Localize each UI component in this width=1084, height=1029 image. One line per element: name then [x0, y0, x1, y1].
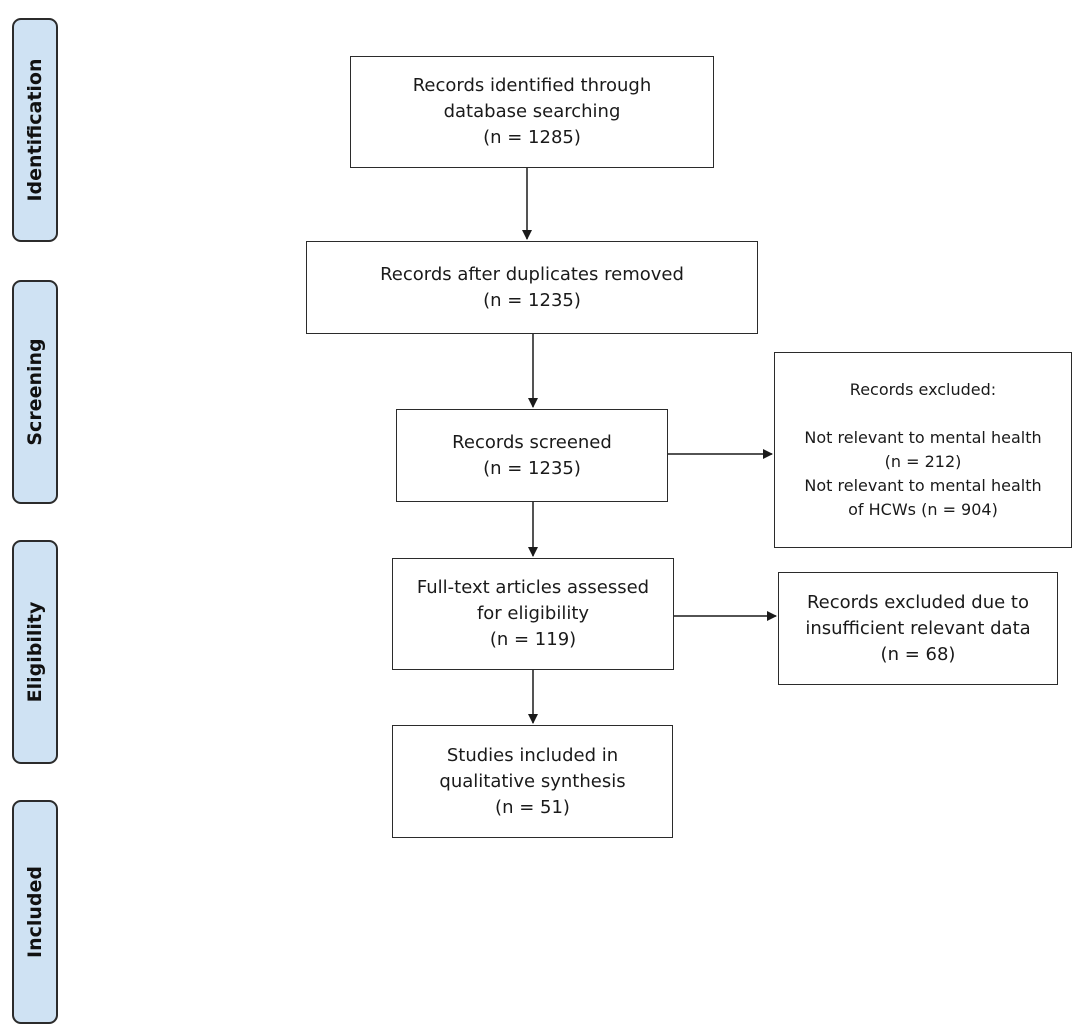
- box-records-excluded-reason2-count: of HCWs (n = 904): [848, 500, 998, 519]
- box-records-excluded-eligibility: Records excluded due to insufficient rel…: [778, 572, 1058, 685]
- box-records-identified-line1: Records identified through: [412, 75, 652, 96]
- box-studies-included-count: (n = 51): [495, 796, 570, 818]
- phase-included: Included: [12, 800, 58, 1024]
- box-full-text-line2: for eligibility: [476, 603, 590, 624]
- box-records-excluded-title: Records excluded:: [849, 380, 997, 399]
- box-full-text-line1: Full-text articles assessed: [416, 577, 650, 598]
- box-excluded-eligibility-line2: insufficient relevant data: [805, 617, 1031, 639]
- box-records-excluded-screening: Records excluded: Not relevant to mental…: [774, 352, 1072, 548]
- phase-screening: Screening: [12, 280, 58, 504]
- box-duplicates-removed-line1: Records after duplicates removed: [380, 263, 684, 285]
- box-records-excluded-count1: (n = 212): [884, 452, 962, 471]
- box-records-excluded-reason2: Not relevant to mental health: [804, 476, 1042, 495]
- box-records-screened-line1: Records screened: [452, 431, 612, 453]
- box-records-identified-line2: database searching: [443, 101, 621, 122]
- box-duplicates-removed-count: (n = 1235): [483, 289, 581, 311]
- phase-identification: Identification: [12, 18, 58, 242]
- box-studies-included: Studies included in qualitative synthesi…: [392, 725, 673, 838]
- box-records-identified: Records identified through database sear…: [350, 56, 714, 168]
- box-studies-included-line2: qualitative synthesis: [439, 770, 626, 792]
- box-duplicates-removed: Records after duplicates removed (n = 12…: [306, 241, 758, 334]
- box-records-screened-count: (n = 1235): [483, 457, 581, 479]
- box-records-excluded-reason1: Not relevant to mental health: [804, 428, 1042, 447]
- phase-eligibility: Eligibility: [12, 540, 58, 764]
- box-records-screened: Records screened (n = 1235): [396, 409, 668, 502]
- box-full-text-assessed: Full-text articles assessed for eligibil…: [392, 558, 674, 670]
- box-full-text-count: (n = 119): [489, 629, 577, 650]
- box-excluded-eligibility-count: (n = 68): [880, 643, 956, 665]
- box-excluded-eligibility-line1: Records excluded due to: [806, 591, 1030, 613]
- box-records-identified-count: (n = 1285): [483, 127, 581, 148]
- box-studies-included-line1: Studies included in: [446, 744, 619, 766]
